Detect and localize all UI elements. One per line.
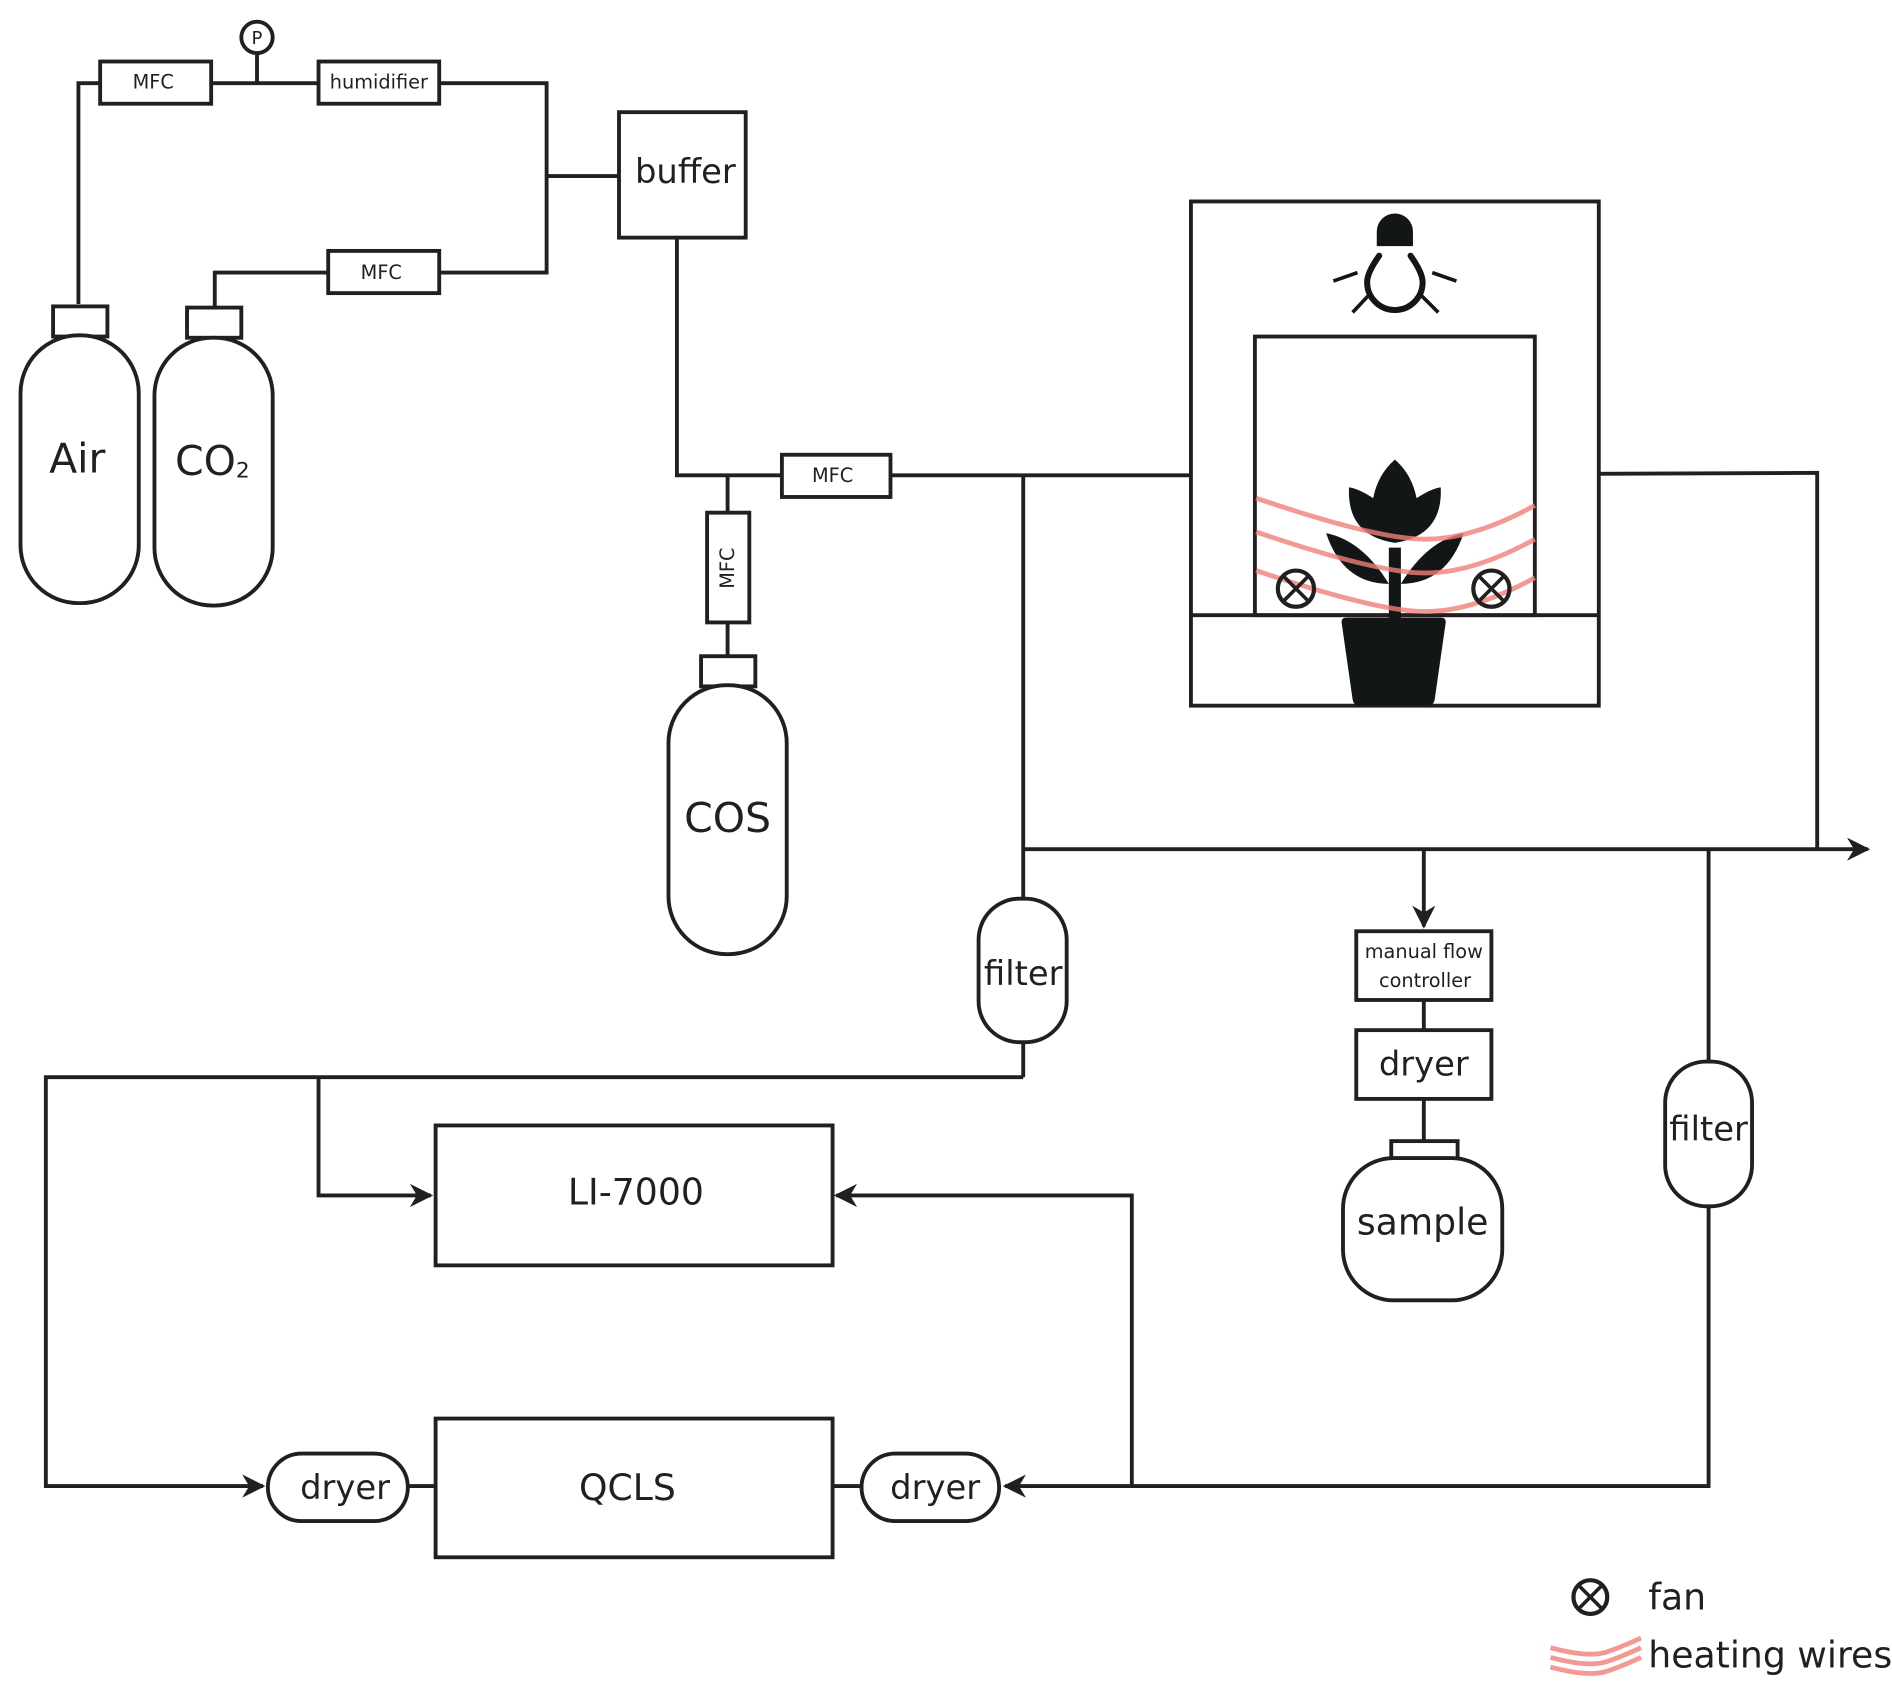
heating-wires bbox=[1255, 495, 1536, 614]
filter-left: filter bbox=[976, 896, 1069, 1045]
air-label: Air bbox=[49, 434, 105, 482]
humidifier: humidifier bbox=[316, 59, 442, 106]
dryer-left: dryer bbox=[265, 1451, 410, 1524]
cos-label: COS bbox=[684, 794, 771, 842]
li7000-label: LI-7000 bbox=[568, 1170, 704, 1213]
dryer-right-label: dryer bbox=[890, 1468, 980, 1507]
dryer-sample-label: dryer bbox=[1379, 1044, 1469, 1083]
mfc-air: MFC bbox=[98, 59, 214, 106]
pressure-gauge: P bbox=[239, 19, 275, 56]
manual-flow-controller-label-2: controller bbox=[1379, 969, 1471, 992]
legend-heating-wires-label: heating wires bbox=[1648, 1633, 1892, 1676]
co2-cylinder: CO2 bbox=[152, 305, 275, 608]
mfc-air-label: MFC bbox=[133, 71, 174, 94]
mfc-main-label: MFC bbox=[812, 464, 853, 487]
air-line bbox=[76, 53, 620, 307]
dryer-sample: dryer bbox=[1354, 1028, 1494, 1101]
filter-right: filter bbox=[1663, 1059, 1754, 1209]
manual-flow-controller-label-1: manual flow bbox=[1365, 940, 1483, 963]
fan-icon-right bbox=[1471, 568, 1512, 609]
legend-fan-icon bbox=[1571, 1578, 1610, 1617]
filter-right-label: filter bbox=[1669, 1110, 1748, 1149]
fan-icon-left bbox=[1275, 568, 1317, 609]
legend: fan heating wires bbox=[1549, 1576, 1892, 1676]
cos-cylinder: COS bbox=[666, 654, 789, 957]
dryer-right: dryer bbox=[859, 1451, 1002, 1524]
qcls-analyzer: QCLS bbox=[433, 1416, 835, 1560]
mfc-cos-label: MFC bbox=[716, 548, 739, 589]
mfc-co2-label: MFC bbox=[361, 261, 402, 284]
air-cylinder: Air bbox=[18, 304, 141, 606]
mfc-co2: MFC bbox=[326, 248, 442, 296]
li7000-analyzer: LI-7000 bbox=[433, 1123, 835, 1268]
manual-flow-controller: manual flow controller bbox=[1354, 929, 1494, 1002]
humidifier-label: humidifier bbox=[330, 71, 428, 94]
light-bulb-icon bbox=[1332, 213, 1458, 314]
sample-flask: sample bbox=[1341, 1139, 1505, 1303]
mfc-cos: MFC bbox=[705, 510, 752, 625]
dryer-left-label: dryer bbox=[300, 1468, 390, 1507]
qcls-label: QCLS bbox=[579, 1466, 676, 1509]
buffer: buffer bbox=[617, 110, 748, 240]
mfc-main: MFC bbox=[779, 452, 893, 499]
legend-fan-label: fan bbox=[1648, 1576, 1706, 1619]
co2-label: CO2 bbox=[175, 437, 250, 485]
pressure-gauge-label: P bbox=[252, 28, 263, 49]
legend-heating-wires-icon bbox=[1549, 1635, 1643, 1676]
filter-left-label: filter bbox=[984, 954, 1063, 993]
sample-label: sample bbox=[1357, 1200, 1489, 1243]
buffer-label: buffer bbox=[635, 152, 736, 191]
